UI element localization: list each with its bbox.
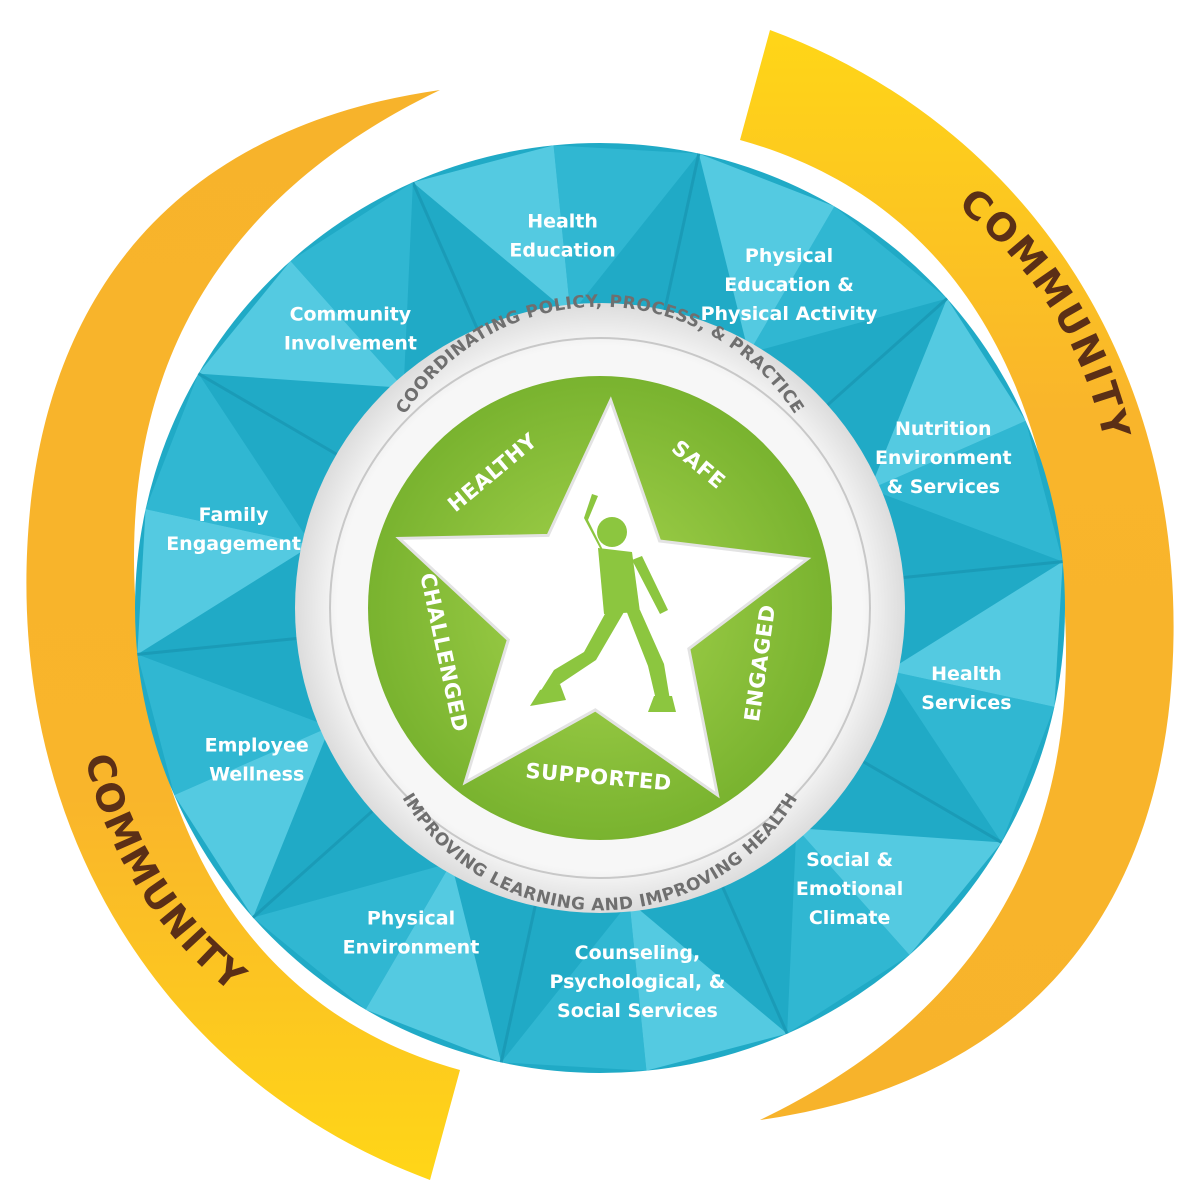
jumping-figure-icon: [530, 494, 676, 712]
component-label-line: Wellness: [209, 763, 304, 785]
segment-facet-dark: [145, 373, 312, 546]
component-label-line: Education &: [724, 274, 854, 296]
component-label-line: Involvement: [284, 333, 417, 355]
component-label-line: Social Services: [557, 1000, 718, 1022]
ring-inner-line: [329, 337, 871, 879]
component-label-line: Family: [199, 504, 270, 526]
segment-divider: [499, 900, 538, 1063]
community-band-left: [26, 90, 460, 1180]
segment-facet-light: [698, 153, 835, 354]
segment-facet-light: [137, 509, 312, 655]
segment-facet-dark: [137, 654, 330, 796]
component-label-line: Health: [931, 663, 1002, 685]
component-label-line: Psychological, &: [550, 971, 726, 993]
segment-divider: [898, 560, 1063, 580]
segment-facet-light: [412, 145, 571, 315]
component-label-line: Community: [290, 304, 412, 326]
component-label-line: Counseling,: [575, 942, 701, 964]
component-label-line: Nutrition: [895, 418, 992, 440]
segment-facet-dark: [501, 901, 647, 1071]
component-label-line: Employee: [205, 734, 309, 756]
component-label-line: Emotional: [796, 878, 903, 900]
segment-facet-dark: [888, 670, 1055, 843]
segment-facet-light: [870, 298, 1026, 490]
segment-facet-dark: [870, 420, 1063, 562]
community-band-right: [740, 30, 1174, 1120]
segment-divider: [251, 806, 378, 919]
segment-facet-dark: [290, 182, 413, 388]
component-label-line: Physical: [367, 907, 455, 929]
component-segment: Counseling, Psychological, & Social Servic…: [501, 882, 789, 1071]
segment-facet-dark: [748, 206, 948, 354]
segment-divider: [719, 882, 789, 1035]
segment-divider: [137, 636, 302, 656]
component-label-line: Physical Activity: [701, 303, 878, 325]
segment-divider: [822, 297, 949, 410]
segment-facet-light: [888, 561, 1063, 707]
component-label-line: & Services: [887, 476, 1000, 498]
component-label-line: Environment: [343, 936, 480, 958]
segment-facet-dark: [553, 145, 699, 315]
component-label-line: Engagement: [166, 533, 301, 555]
segment-facet-dark: [787, 828, 910, 1034]
segment-facet-light: [796, 828, 1002, 956]
component-label-line: Environment: [875, 447, 1012, 469]
component-label: Counseling, Psychological, & Social Servic…: [550, 942, 726, 1022]
segment-facet-light: [629, 901, 788, 1071]
component-label-line: Services: [921, 692, 1011, 714]
component-label-line: Health: [527, 210, 598, 232]
segment-divider: [197, 372, 342, 459]
segment-divider: [662, 153, 701, 316]
segment-facet-light: [174, 726, 330, 918]
segment-facet-dark: [252, 862, 452, 1010]
segment-divider: [858, 757, 1003, 844]
segment-facet-light: [365, 862, 502, 1063]
segment-facet-light: [198, 260, 404, 388]
component-label-line: Climate: [809, 907, 891, 929]
component-label-line: Education: [509, 239, 615, 261]
component-label-line: Social &: [806, 849, 893, 871]
segment-divider: [411, 181, 481, 334]
component-label-line: Physical: [745, 245, 833, 267]
